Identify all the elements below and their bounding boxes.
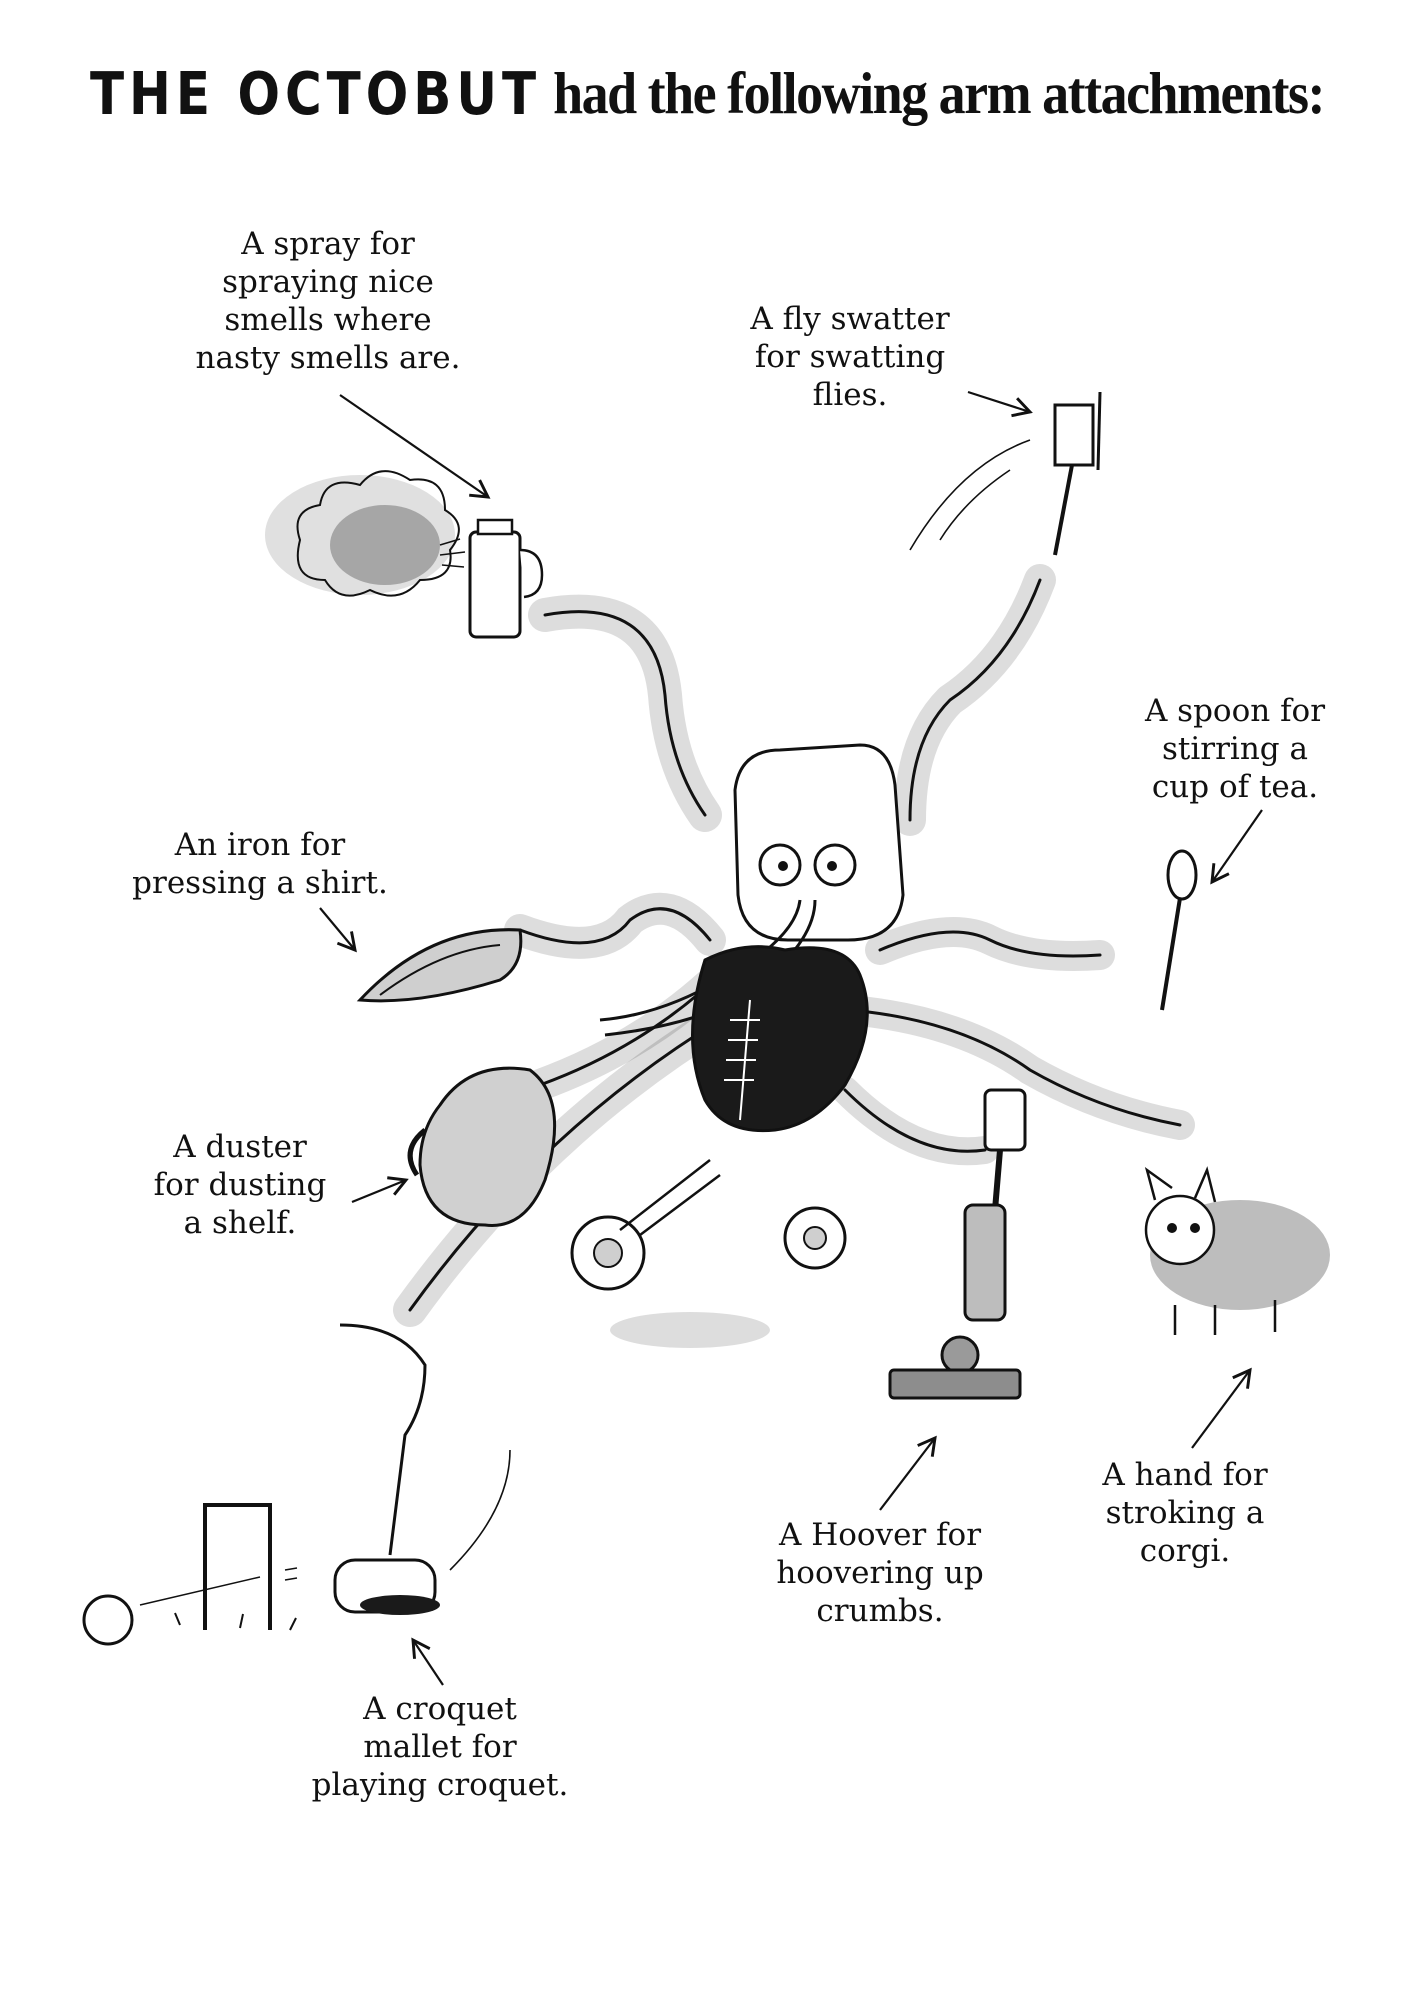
caption-spray: A spray for spraying nice smells where n… (195, 226, 461, 376)
arrow-iron (319, 907, 357, 953)
fly-swatter-icon (909, 391, 1102, 556)
arrow-swatter (967, 390, 1033, 418)
spoon-icon (1160, 849, 1198, 1011)
spray-can-icon (468, 518, 544, 639)
duster-icon (407, 1066, 557, 1227)
wheels (570, 1159, 847, 1348)
arrow-duster (351, 1176, 409, 1204)
croquet-set-icon (82, 1323, 511, 1646)
caption-spoon: A spoon for stirring a cup of tea. (1144, 693, 1326, 805)
caption-hoover: A Hoover for hoovering up crumbs. (776, 1517, 984, 1629)
arrow-hoover (879, 1435, 937, 1511)
corgi-icon (1144, 1166, 1330, 1335)
title-rest: had the following arm attachments: (553, 59, 1325, 126)
caption-hand: A hand for stroking a corgi. (1102, 1457, 1268, 1569)
arrow-spoon (1210, 809, 1263, 885)
caption-iron: An iron for pressing a shirt. (132, 827, 388, 901)
iron-icon (356, 928, 523, 1003)
caption-croquet-mallet: A croquet mallet for playing croquet. (311, 1691, 569, 1803)
caption-duster: A duster for dusting a shelf. (153, 1129, 327, 1241)
octobut-head (599, 743, 905, 1037)
pointer-arrows (319, 390, 1263, 1686)
octobut-body (691, 945, 869, 1133)
title-octobut: THE OCTOBUT (89, 59, 542, 129)
arrow-croquet (411, 1637, 444, 1686)
arrow-hand (1191, 1367, 1252, 1449)
arrow-spray (339, 394, 491, 499)
caption-fly-swatter: A fly swatter for swatting flies. (750, 301, 950, 413)
hoover-icon (888, 1088, 1027, 1400)
spray-cloud-icon (265, 470, 466, 597)
